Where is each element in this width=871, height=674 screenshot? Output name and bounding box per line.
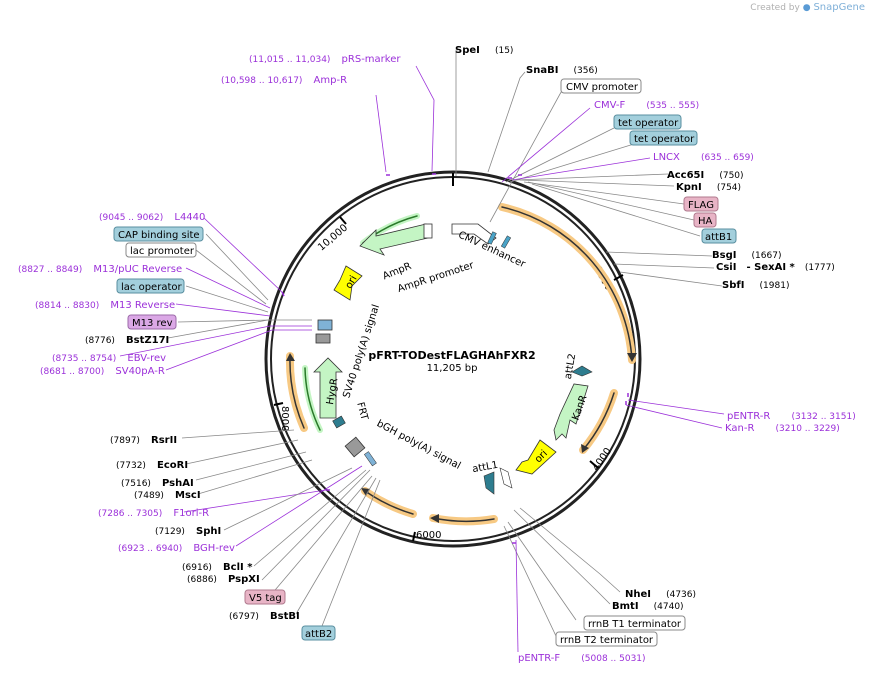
primer-ebv-rev: (8735 .. 8754) EBV-rev [52,346,166,365]
enzyme-speI: SpeI (15) [455,38,513,57]
hygr-label: HygR [325,377,340,405]
primer-lncx: LNCX (635 .. 659) [653,145,754,164]
tick-label-8000: 8000 [279,406,290,431]
plasmid-name: pFRT-TODestFLAGHAhFXR2 [368,349,535,362]
feature-box-flag: FLAG [683,196,719,212]
attl2-arrow [571,365,593,377]
feature-box-cmv-promoter: CMV promoter [560,78,642,94]
ampr-label: AmpR [381,261,413,282]
svg-text:attB2: attB2 [305,629,332,640]
enzyme-nheI: NheI (4736) [625,582,696,601]
orf-arrowheads [286,353,637,523]
enzyme-ecoRI: (7732) EcoRI [116,453,188,472]
svg-text:tet operator: tet operator [618,118,679,129]
primer-binding-marks [281,173,629,544]
svg-text:lac operator: lac operator [121,282,182,293]
svg-text:CMV promoter: CMV promoter [566,82,639,93]
primer-prs-marker: (11,015 .. 11,034) pRS-marker [249,47,401,66]
snapgene-logo-icon: ● [802,3,811,13]
ori-top-arrow [333,265,363,301]
feature-box-v5-tag: V5 tag [244,589,286,605]
primer-f1ori-r: (7286 .. 7305) F1ori-R [98,501,209,520]
feature-box-attb1: attB1 [701,228,737,244]
svg-text:rrnB T1 terminator: rrnB T1 terminator [588,619,682,630]
svg-text:HA: HA [698,216,713,227]
cmv-enhancer-arrow [451,223,512,249]
feature-box-rrnb-t1: rrnB T1 terminator [583,615,686,631]
primer-m13-reverse: (8814 .. 8830) M13 Reverse [35,293,175,312]
bgh-box [344,436,377,467]
svg-text:lac promoter: lac promoter [130,246,195,257]
feature-box-ha: HA [693,212,717,228]
brand-product: SnapGene [813,2,865,13]
enzyme-rsrII: (7897) RsrII [110,428,177,447]
attl2-label: attL2 [563,353,578,380]
frt-label: FRT [354,401,370,422]
primer-pentr-r: pENTR-R (3132 .. 3151) [727,404,856,423]
feature-box-m13-rev: M13 rev [127,314,177,330]
enzyme-pspXI: (6886) PspXI [187,567,260,586]
enzyme-sbfI: SbfI (1981) [722,273,789,292]
feature-box-tet-operator-2: tet operator [629,130,698,146]
enzyme-bmtI: BmtI (4740) [612,594,684,613]
attl1-arrow [483,467,513,495]
primer-cmv-f: CMV-F (535 .. 555) [594,93,699,112]
leader-lines [119,49,725,653]
primer-bgh-rev: (6923 .. 6940) BGH-rev [118,536,235,555]
enzyme-csiI: CsiI - SexAI * (1777) [716,255,835,274]
feature-box-cap-binding-site: CAP binding site [113,226,204,242]
feature-box-rrnb-t2: rrnB T2 terminator [555,631,658,647]
ori-right-arrow [515,439,557,475]
primer-kan-r: Kan-R (3210 .. 3229) [725,416,840,435]
brand-credit: Created by ● SnapGene [750,2,865,13]
primer-pentr-f: pENTR-F (5008 .. 5031) [518,646,646,665]
enzyme-bclI: (6916) BclI * [182,555,253,574]
svg-text:rrnB T2 terminator: rrnB T2 terminator [560,635,654,646]
feature-box-attb2: attB2 [301,625,336,641]
svg-text:FLAG: FLAG [688,200,714,211]
svg-text:attB1: attB1 [705,232,732,243]
enzyme-mscI: (7489) MscI [134,483,201,502]
svg-text:tet operator: tet operator [634,134,695,145]
enzyme-bstBI: (6797) BstBI [229,604,300,623]
primer-sv40pa-r: (8681 .. 8700) SV40pA-R [40,359,165,378]
enzyme-kpnI: KpnI (754) [676,175,741,194]
attl1-label: attL1 [472,460,499,475]
enzyme-bstZ17I: (8776) BstZ17I [85,328,169,347]
enzyme-acc65I: Acc65I (750) [667,163,744,182]
brand-created-by: Created by [750,3,800,13]
primer-l4440: (9045 .. 9062) L4440 [99,205,205,224]
svg-text:CAP binding site: CAP binding site [118,230,200,241]
hygr-arrow [313,357,346,429]
feature-box-lac-promoter: lac promoter [125,242,197,258]
tick-marks [273,173,624,542]
backbone-outer [264,170,642,548]
feature-box-lac-operator: lac operator [116,278,185,294]
sv40-box [315,319,333,344]
svg-text:V5 tag: V5 tag [249,593,282,604]
primer-amp-r: (10,598 .. 10,617) Amp-R [221,68,347,87]
enzyme-sphI: (7129) SphI [155,519,221,538]
kanr-arrow [553,383,589,441]
tick-label-6000: 6000 [416,530,441,541]
enzyme-bsgI: BsgI (1667) [712,243,781,262]
bgh-signal-label: bGH poly(A) signal [375,418,463,472]
feature-box-tet-operator-1: tet operator [613,114,682,130]
enzyme-snaBI: SnaBI (356) [526,58,598,77]
primer-m13-puc-reverse: (8827 .. 8849) M13/pUC Reverse [18,257,182,276]
ampr-arrow [359,223,433,256]
svg-text:M13 rev: M13 rev [132,318,173,329]
plasmid-length: 11,205 bp [427,363,478,374]
enzyme-pshAI: (7516) PshAI [121,471,194,490]
